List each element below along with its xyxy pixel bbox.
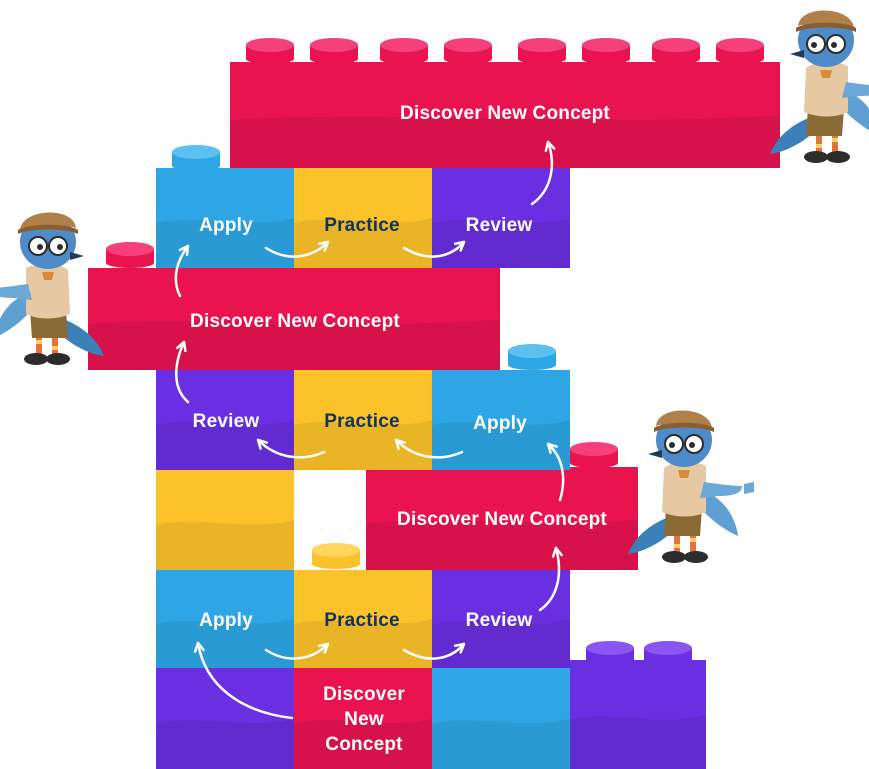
brick-bottom-purple-right [570, 660, 706, 769]
stud-right-discover [570, 442, 618, 468]
label-bottom-discover-2: New [344, 709, 384, 730]
stud-bottom-right-2 [644, 641, 692, 667]
stud-top-discover-7 [652, 38, 700, 64]
bird-mascot-top-right [769, 9, 869, 164]
bricks-layer [88, 38, 780, 769]
stud-top-discover-6 [582, 38, 630, 64]
bird-mascot-right [627, 409, 755, 564]
stud-top-discover-3 [380, 38, 428, 64]
brick-bottom-discover [294, 668, 432, 769]
stud-row4-blue [508, 344, 556, 370]
brick-row4-apply [432, 370, 570, 470]
label-row6-practice: Practice [324, 610, 400, 631]
label-row4-review: Review [193, 411, 260, 432]
arrow-row4-review-up [175, 340, 190, 404]
label-row4-apply: Apply [473, 413, 527, 434]
stud-row6-yellow [312, 543, 360, 569]
label-right-discover: Discover New Concept [397, 509, 607, 530]
stud-top-discover-1 [246, 38, 294, 64]
arrow-mid-discover-up [174, 244, 190, 298]
stud-mid-discover [106, 242, 154, 268]
arrow-row6-practice-review [402, 642, 466, 660]
stud-top-discover-8 [716, 38, 764, 64]
arrow-row2-review-up [530, 140, 556, 206]
arrow-bottom-to-apply [193, 641, 294, 720]
brick-row5-yellow [156, 470, 294, 570]
arrows-layer [174, 140, 565, 720]
label-row6-apply: Apply [199, 610, 253, 631]
label-mid-discover: Discover New Concept [190, 311, 400, 332]
arrow-row4-apply-practice [394, 438, 464, 459]
arrow-row2-apply-practice [264, 240, 330, 258]
label-bottom-discover-3: Concept [325, 734, 403, 755]
brick-row4-practice [294, 370, 432, 470]
arrow-row6-review-up [538, 546, 563, 612]
brick-right-discover [366, 467, 638, 570]
stud-top-discover-2 [310, 38, 358, 64]
brick-bottom-blue [432, 668, 570, 769]
brick-bottom-purple-left [156, 668, 294, 769]
arrow-right-discover-up [546, 442, 565, 502]
label-top-discover: Discover New Concept [400, 103, 610, 124]
label-row2-apply: Apply [199, 215, 253, 236]
stud-top-discover-5 [518, 38, 566, 64]
stud-row2-blue [172, 145, 220, 171]
label-row2-review: Review [466, 215, 533, 236]
arrow-row6-apply-practice [264, 642, 330, 660]
arrow-row2-practice-review [402, 240, 466, 258]
label-bottom-discover-1: Discover [323, 684, 405, 705]
brick-row6-apply [156, 570, 294, 668]
label-row2-practice: Practice [324, 215, 400, 236]
brick-top-discover [230, 62, 780, 168]
brick-mid-discover [88, 268, 500, 370]
label-row4-practice: Practice [324, 411, 400, 432]
arrow-row4-practice-review [256, 438, 326, 459]
label-row6-review: Review [466, 610, 533, 631]
stud-top-discover-4 [444, 38, 492, 64]
